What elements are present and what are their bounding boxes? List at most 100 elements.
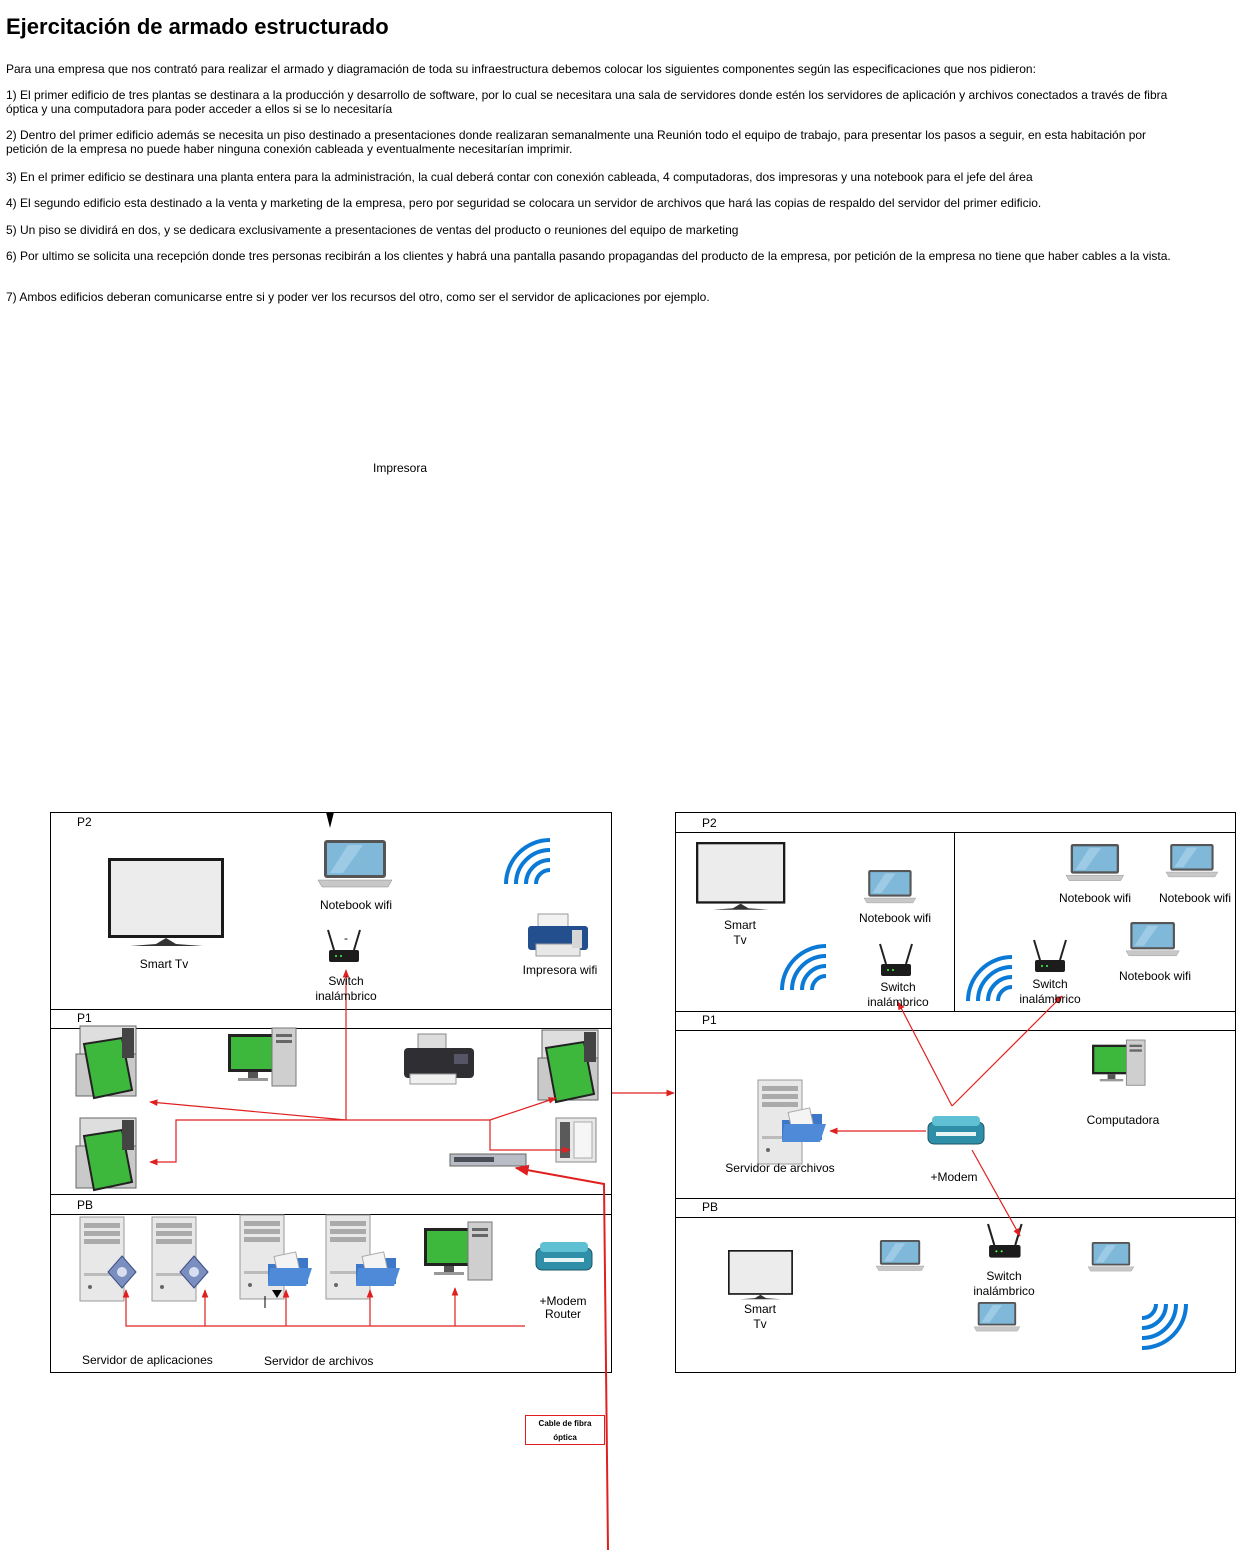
b2-divider-p2-header (675, 832, 1236, 833)
b2-pb-smart-tv-label-1: Smart (743, 1302, 776, 1316)
b2-pb-switch-label-1: Switch (986, 1269, 1022, 1283)
fiber-cable-caption: Cable de fibra óptica (525, 1415, 605, 1445)
b1-switch-label-1: Switch (328, 974, 364, 988)
b1-file-server-2-folder-icon (355, 1251, 401, 1287)
b1-link-kiosk3 (149, 1119, 490, 1166)
requirement-3: 3) En el primer edificio se destinara un… (6, 170, 1033, 184)
intro-paragraph: Para una empresa que nos contrató para r… (6, 62, 1036, 76)
b1-kiosk-2-icon (537, 1029, 599, 1103)
b1-floor-p2-label: P2 (77, 815, 92, 829)
b1-wifi-printer-icon (527, 913, 589, 957)
b2-p2-switch-left-label-1: Switch (880, 980, 916, 994)
b1-file-servers-label: Servidor de archivos (264, 1354, 374, 1368)
b1-pb-desktop-icon (423, 1221, 493, 1281)
b1-patch-panel-icon (555, 1117, 597, 1163)
b1-file-server-1-folder-icon (267, 1251, 313, 1287)
b2-p2-notebook-left-icon (863, 869, 916, 904)
b2-divider-p1-header (675, 1030, 1236, 1031)
b1-p2-wifi-icon (504, 838, 552, 886)
b1-smart-tv-icon (108, 858, 224, 946)
b1-link-panel (489, 1120, 571, 1154)
b2-p2-notebook-b-icon (1165, 843, 1218, 878)
b2-p2-switch-left-icon (879, 943, 913, 977)
requirement-4: 4) El segundo edificio esta destinado a … (6, 196, 1042, 210)
requirement-7: 7) Ambos edificios deberan comunicarse e… (6, 290, 710, 304)
b1-modem-icon (535, 1241, 593, 1271)
b1-desktop-icon (227, 1027, 297, 1087)
b2-pb-notebook-3-icon (973, 1301, 1021, 1332)
b2-link-switch-right (951, 995, 1063, 1107)
b2-link-switch-left (897, 1001, 953, 1107)
b2-floor-p1-label: P1 (702, 1013, 717, 1027)
b2-pb-wifi-icon (1140, 1302, 1188, 1350)
b1-link-app-server-1 (122, 1289, 525, 1327)
b2-floor-pb-label: PB (702, 1200, 719, 1214)
b1-floor-p1-label: P1 (77, 1011, 92, 1025)
b2-p2-wifi-left-icon (780, 944, 828, 992)
b2-pb-smart-tv-label-2: Tv (753, 1317, 767, 1331)
b2-p2-notebook-a-label: Notebook wifi (1058, 891, 1132, 905)
b1-modem-label-2: Router (544, 1307, 582, 1321)
b1-printer-icon (403, 1033, 475, 1085)
requirement-5: 5) Un piso se dividirá en dos, y se dedi… (6, 223, 739, 237)
b1-divider-p1 (50, 1194, 612, 1195)
b2-p2-switch-left-label-2: inalámbrico (867, 995, 929, 1009)
b2-p2-smart-tv-label-2: Tv (733, 933, 747, 947)
b2-file-server-folder-icon (781, 1107, 827, 1143)
b2-file-server-label: Servidor de archivos (725, 1161, 835, 1175)
b1-divider-p1-header (50, 1028, 612, 1029)
b1-wifi-printer-label: Impresora wifi (522, 963, 598, 977)
b2-divider-p2 (675, 1011, 1236, 1012)
b2-pb-notebook-1-icon (875, 1239, 925, 1271)
b2-p2-notebook-c-icon (1125, 921, 1180, 957)
building-2 (675, 812, 1236, 1373)
b1-floor-pb-label: PB (77, 1198, 94, 1212)
b1-app-servers-label: Servidor de aplicaciones (82, 1353, 213, 1367)
b2-pb-switch-label-2: inalámbrico (973, 1284, 1035, 1298)
b2-modem-label: +Modem (930, 1170, 978, 1184)
b1-notebook-icon (317, 839, 393, 888)
b1-network-switch-icon (449, 1153, 527, 1167)
b2-p2-switch-right-label-1: Switch (1032, 977, 1068, 991)
b2-computer-icon (1091, 1039, 1146, 1086)
b2-p2-smart-tv-label-1: Smart (723, 918, 756, 932)
b2-room-divider (954, 832, 955, 1011)
b2-p2-notebook-c-label: Notebook wifi (1118, 969, 1192, 983)
b1-divider-p2 (50, 1009, 612, 1010)
b2-p2-switch-right-icon (1033, 939, 1067, 973)
page-title: Ejercitación de armado estructurado (6, 14, 389, 39)
b2-floor-p2-label: P2 (702, 816, 717, 830)
b2-divider-p1 (675, 1198, 1236, 1199)
b1-modem-label-1: +Modem (539, 1294, 587, 1308)
b2-p2-wifi-right-icon (966, 955, 1014, 1003)
b1-link-kiosk2 (489, 1097, 557, 1121)
b2-computer-label: Computadora (1086, 1113, 1160, 1127)
b1-link-kiosk1 (149, 1099, 347, 1121)
b2-p2-smart-tv-icon (696, 842, 786, 910)
links (122, 969, 1063, 1551)
requirement-2: 2) Dentro del primer edificio además se … (6, 128, 1147, 156)
fiber-caption-line-2: óptica (553, 1433, 577, 1442)
b1-marker-icon (326, 812, 334, 828)
requirement-6: 6) Por ultimo se solicita una recepción … (6, 249, 1171, 263)
b1-app-server-1-icon (79, 1216, 125, 1302)
b2-divider-pb-header (675, 1217, 1236, 1218)
fiber-cable-link (514, 1164, 609, 1551)
b1-kiosk-3-icon (75, 1117, 137, 1191)
b2-p2-switch-right-label-2: inalámbrico (1019, 992, 1081, 1006)
b2-p2-notebook-left-label: Notebook wifi (858, 911, 932, 925)
b1-pb-marker-icon (272, 1290, 282, 1298)
requirement-1: 1) El primer edificio de tres plantas se… (6, 88, 1168, 116)
b1-app-server-2-icon (151, 1216, 197, 1302)
b2-pb-smart-tv-icon (728, 1250, 793, 1300)
b1-kiosk-1-icon (75, 1025, 137, 1099)
b2-p2-notebook-b-label: Notebook wifi (1158, 891, 1232, 905)
b1-smart-tv-label: Smart Tv (139, 957, 189, 971)
b2-modem-icon (927, 1115, 985, 1145)
stray-printer-label: Impresora (373, 461, 428, 475)
fiber-caption-line-1: Cable de fibra (538, 1419, 592, 1428)
b2-link-pb-switch (971, 1149, 1021, 1237)
b1-switch-label-2: inalámbrico (315, 989, 377, 1003)
b2-pb-notebook-2-icon (1087, 1241, 1135, 1272)
